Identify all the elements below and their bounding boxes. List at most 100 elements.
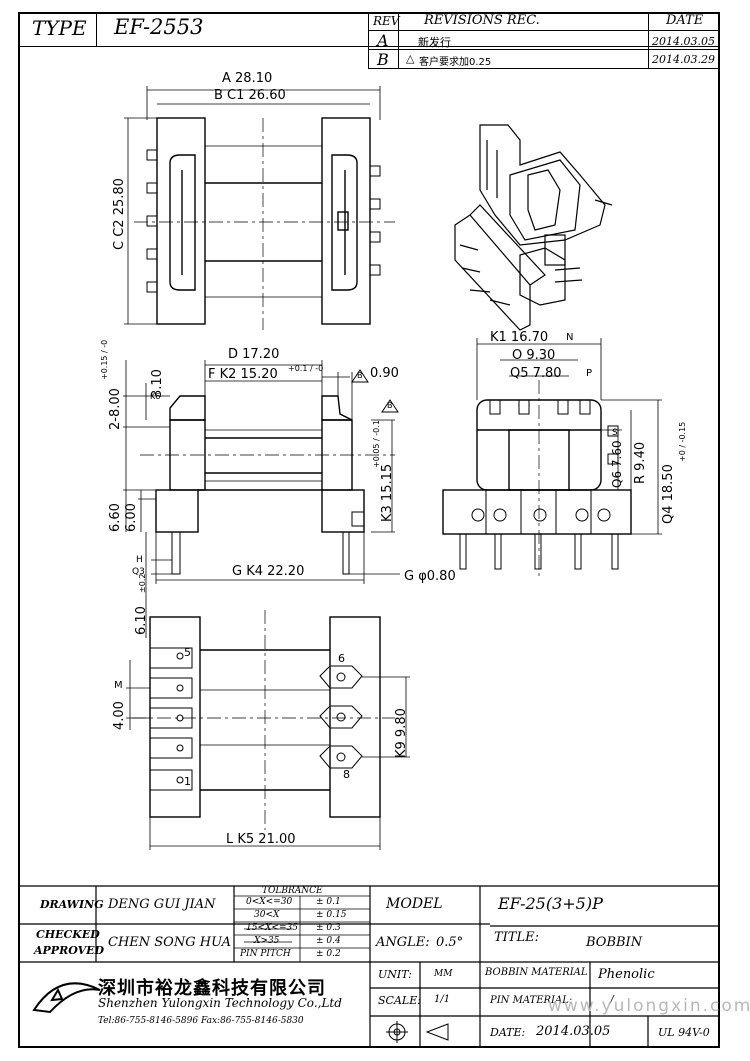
dim-front-window: O 9.30 (512, 348, 556, 363)
tolerance-range-5: PIN PITCH (240, 949, 291, 959)
approved-label: APPROVED (34, 944, 105, 957)
date-value: 2014.03.05 (536, 1024, 611, 1039)
projection-symbol-icon (386, 1021, 449, 1043)
rev-row-b-line (368, 49, 720, 50)
date-label: DATE: (490, 1026, 526, 1039)
tolerance-value-5: ± 0.2 (316, 949, 341, 959)
angle-label: ANGLE: (376, 935, 430, 950)
unit-label: UNIT: (378, 968, 412, 981)
rev-b-text: 客户要求加0.25 (419, 57, 492, 68)
pin-material-label: PIN MATERIAL: (490, 995, 573, 1006)
title-value: BOBBIN (586, 935, 643, 950)
pin-number-1: 1 (184, 775, 191, 788)
dim-front-h3-tol: +0 / -0.15 (678, 421, 687, 462)
dim-side-chamfer-mark: B (387, 401, 393, 410)
pin-number-5: 5 (184, 646, 191, 659)
rev-b-date: 2014.03.29 (652, 53, 715, 66)
tolerance-value-4: ± 0.4 (316, 936, 341, 946)
ul-value: UL 94V-0 (658, 1026, 710, 1039)
header-sep-date (648, 12, 649, 69)
revisions-label: REVISIONS REC. (424, 13, 540, 28)
tolerance-range-4: X>35 (254, 936, 280, 946)
rev-row-a-line (368, 30, 720, 31)
dim-front-h3: Q4 18.50 (661, 464, 676, 524)
pin-material-value: / (610, 993, 614, 1006)
unit-value: MM (434, 969, 453, 979)
iso-view (454, 124, 613, 331)
tolerance-range-2: 30<X (254, 910, 280, 920)
title-label: TITLE: (494, 930, 539, 945)
tolerance-value-2: ± 0.15 (316, 910, 347, 920)
tolerance-value-1: ± 0.1 (316, 897, 341, 907)
dim-top-width-outer: A 28.10 (222, 71, 273, 86)
dim-top-width-inner: B C1 26.60 (214, 88, 286, 103)
dim-front-width: K1 16.70 (490, 330, 549, 345)
rev-b-code: B (377, 50, 389, 69)
drawing-frame (18, 12, 720, 1048)
bobbin-material-value: Phenolic (598, 967, 655, 982)
model-label: MODEL (386, 896, 443, 912)
dim-pin-mark-h: H (136, 555, 143, 565)
front-view (442, 338, 662, 580)
tolerance-range-1: 0<X<=30 (246, 897, 293, 907)
bottom-view (126, 610, 410, 850)
tolerance-label: TOLBRANCE (262, 886, 323, 896)
dim-bottom-span: K9 9.80 (394, 708, 409, 758)
pin-number-6: 6 (338, 652, 345, 665)
header-sep-type (96, 12, 97, 46)
company-tel: Tel:86-755-8146-5896 Fax:86-755-8146-583… (98, 1016, 304, 1026)
rev-bottom-line (368, 68, 720, 69)
scale-label: SCALE: (378, 994, 421, 1007)
dim-front-h1: Q6 7.60 (610, 440, 624, 488)
dim-side-bottom: G K4 22.20 (232, 564, 305, 579)
header-sep-revno (398, 12, 399, 69)
rev-b-triangle-icon: △ (406, 52, 415, 65)
rev-b-marks (351, 369, 399, 413)
dim-side-lead: 2-8.00 (108, 388, 123, 430)
tolerance-range-3: 15<X<=35 (246, 923, 298, 933)
rev-a-text: 新发行 (418, 36, 451, 49)
side-view (123, 360, 400, 638)
header-sep-rev (368, 12, 369, 69)
dim-side-height: K3 15.15 (380, 463, 395, 522)
company-name-cn: 深圳市裕龙鑫科技有限公司 (98, 978, 326, 999)
dim-side-height-tol: +0.05 / -0.1 (372, 420, 381, 468)
bobbin-material-label: BOBBIN MATERIAL (485, 967, 588, 978)
checked-name: CHEN SONG HUA (108, 935, 232, 950)
dim-side-flange: 0.90 (370, 366, 399, 381)
dim-bottom-pitch-mark: M (114, 680, 123, 691)
company-name-en: Shenzhen Yulongxin Technology Co.,Ltd (98, 996, 342, 1010)
drawing-name: DENG GUI JIAN (108, 897, 216, 912)
header-divider (18, 46, 720, 47)
dim-side-base1: 6.60 (108, 503, 123, 532)
dim-pin-len-tol: ±0.2 (138, 573, 147, 593)
dim-front-window2: Q5 7.80 (510, 366, 562, 381)
dim-side-top-mark: K6 (150, 392, 161, 401)
dim-top-height: C C2 25.80 (112, 178, 127, 250)
dim-front-h2: R 9.40 (633, 441, 648, 484)
rev-label: REV (373, 14, 400, 28)
dim-side-inner: F K2 15.20 (208, 367, 278, 382)
dim-side-flange-mark: B (357, 371, 363, 380)
top-view (124, 86, 395, 330)
checked-label: CHECKED (36, 928, 100, 941)
type-label: TYPE (32, 16, 87, 40)
rev-a-date: 2014.03.05 (652, 35, 715, 48)
dim-bottom-pitch: 4.00 (112, 701, 127, 730)
company-logo (32, 982, 101, 1014)
drawing-label: DRAWING (40, 898, 104, 911)
tolerance-value-3: ± 0.3 (316, 923, 341, 933)
dim-pin-dia: G φ0.80 (404, 569, 456, 584)
date-header-label: DATE (666, 13, 704, 28)
type-value: EF-2553 (114, 15, 204, 39)
dim-pin-mark-q: Q3 (132, 567, 145, 577)
dim-pin-len: 6.10 (134, 606, 149, 635)
scale-value: 1/1 (434, 994, 451, 1005)
watermark: www.yulongxin.com.cn (548, 996, 750, 1016)
dim-side-inner-tol: +0.1 / -0 (288, 364, 324, 373)
rev-a-code: A (377, 31, 389, 50)
dim-bottom-width: L K5 21.00 (226, 832, 296, 847)
dim-front-width-mark: N (566, 332, 574, 343)
title-block-grid (18, 885, 720, 1048)
